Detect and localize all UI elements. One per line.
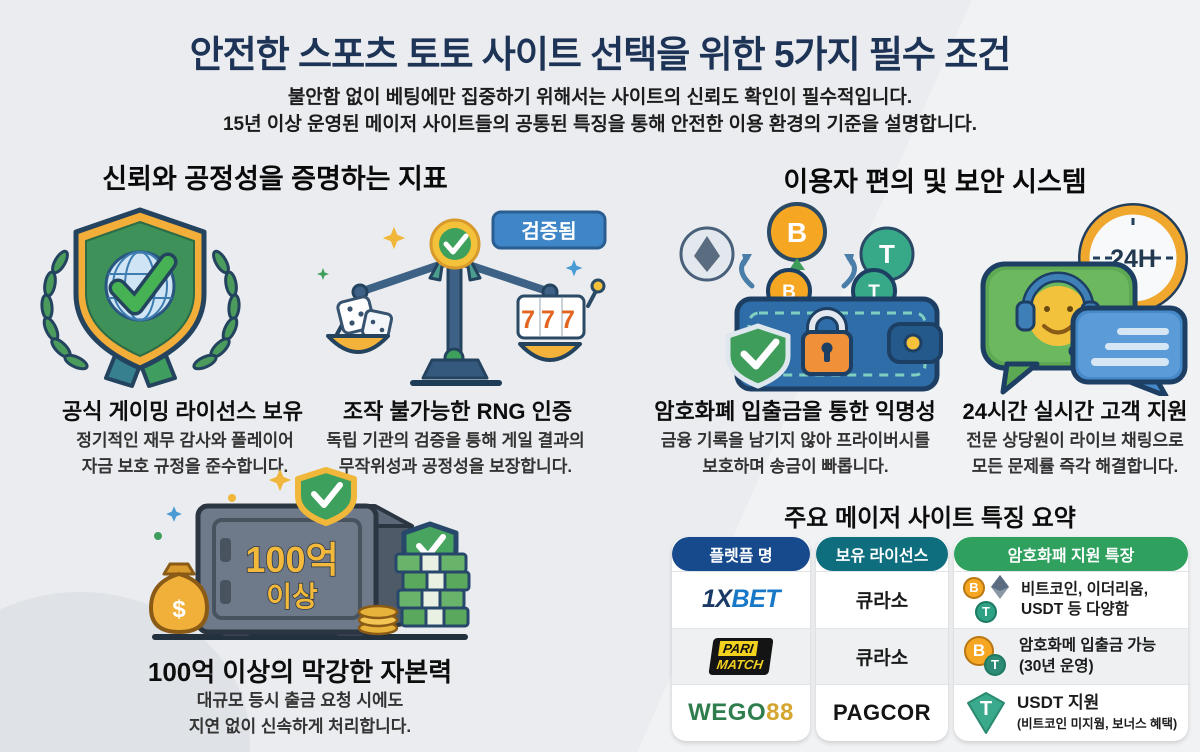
vault-amount-line-1: 100억: [245, 539, 338, 580]
tether-icon: T: [984, 653, 1006, 676]
table-cell-license-3: PAGCOR: [816, 684, 948, 741]
crypto-feature-text-1: 비트코인, 이더리움,USDT 등 다양함: [1021, 580, 1148, 618]
crypto-feature-text-2: 암호화메 입출금 가능(30년 운영): [1019, 637, 1156, 675]
capital-title: 100억 이상의 막강한 자본력: [147, 657, 453, 687]
support-chat-24h-icon: 24H: [980, 203, 1188, 396]
section-heading-trust: 신뢰와 공정성을 증명하는 지표: [102, 164, 448, 194]
tether-icon: T: [879, 239, 895, 269]
table-cell-license-2: 큐라소: [816, 627, 948, 685]
table-cell-crypto-3: T USDT 지원(비트코인 미지웜, 보너스 혜택): [954, 684, 1188, 741]
rng-balance-scale-icon: 검증됨 777: [317, 210, 607, 386]
feature-title-crypto: 암호화폐 입출금을 통한 익명성: [654, 399, 936, 424]
table-cell-license-1: 큐라소: [816, 571, 948, 628]
sparkle-decoration: [154, 532, 162, 540]
column-header-platform: 플렛픔 명: [672, 537, 810, 571]
feature-desc-rng-1: 독립 기관의 검증을 틍해 게일 결과의: [326, 431, 585, 450]
feature-desc-crypto-2: 보호하며 송금이 빠롭니다.: [702, 457, 889, 476]
feature-desc-crypto-1: 금융 기록을 남기지 않아 프라이버시를: [660, 431, 931, 450]
capital-desc-2: 지연 없이 신속하게 처리합니다.: [188, 717, 412, 736]
feature-desc-license-1: 정기적인 재무 감사와 폴레이어: [76, 431, 294, 450]
crypto-icons-row-3: T: [962, 691, 1010, 735]
tether-icon: T: [967, 692, 1005, 735]
feature-desc-support-2: 모든 문제률 즉각 해결합니다.: [971, 457, 1179, 476]
column-header-license: 보유 라이선스: [816, 537, 948, 571]
subtitle-line-1: 불안함 없이 베팅에만 집중하기 위해서는 사이트의 신뢰도 확인이 필수적입니…: [287, 87, 913, 108]
crypto-icons-row-2: B T: [962, 634, 1012, 680]
section-heading-security: 이용자 편의 및 보안 시스템: [783, 167, 1087, 197]
summary-table-title: 주요 메이저 사이트 특징 요약: [784, 505, 1076, 532]
ethereum-icon: [991, 574, 1009, 599]
bitcoin-icon: B: [787, 217, 807, 248]
bitcoin-icon: B: [963, 576, 985, 599]
feature-title-license: 공식 게이밍 라이선스 보유: [62, 399, 303, 424]
slot-777-label: 777: [521, 306, 581, 334]
feature-title-rng: 조작 불가능한 RNG 인증: [342, 399, 573, 424]
sparkle-decoration: [382, 226, 406, 250]
table-cell-platform-1xbet: 1XBET: [672, 571, 810, 628]
crypto-wallet-icon: B T B T: [679, 202, 943, 392]
vault-amount-line-2: 이상: [266, 581, 318, 612]
money-bag-dollar-label: $: [172, 596, 186, 623]
ethereum-icon: [694, 236, 720, 272]
crypto-feature-text-3: USDT 지원(비트코인 미지웜, 보너스 혜택): [1017, 693, 1178, 732]
license-shield-icon: [40, 207, 241, 388]
feature-desc-support-1: 전문 상당원이 라이브 채링으로: [966, 431, 1184, 450]
sparkle-decoration: [228, 494, 236, 502]
feature-desc-rng-2: 무작위성과 공정성을 보장합니다.: [338, 457, 573, 476]
feature-title-support: 24시간 실시간 고객 지원: [962, 399, 1188, 424]
sparkle-decoration: [268, 468, 292, 492]
capital-vault-icon: 100억 이상 $: [148, 467, 471, 640]
sparkle-decoration: [166, 506, 182, 522]
table-cell-crypto-1: B T 비트코인, 이더리움,USDT 등 다양함: [954, 571, 1188, 628]
svg-text:T: T: [980, 698, 992, 720]
table-cell-platform-wego88: WEGO88: [672, 684, 810, 741]
logo-wego88: WEGO88: [688, 699, 794, 727]
verified-badge-label: 검증됨: [521, 220, 576, 243]
table-column-crypto: 암호화패 지원 특장 B T 비트코인, 이더리움,USDT 등 다양함 B T…: [954, 537, 1188, 741]
table-cell-crypto-2: B T 암호화메 입출금 가능(30년 운영): [954, 627, 1188, 685]
sparkle-decoration: [565, 259, 583, 277]
column-header-crypto: 암호화패 지원 특장: [954, 537, 1188, 571]
crypto-icons-row-1: B T: [962, 574, 1014, 626]
tether-icon: T: [975, 600, 997, 623]
sparkle-decoration: [317, 268, 329, 280]
subtitle-line-2: 15년 이상 운영된 메이저 사이트들의 공통된 특징을 통해 안전한 이용 환…: [222, 114, 977, 135]
logo-1xbet: 1XBET: [701, 585, 781, 614]
table-column-license: 보유 라이선스 큐라소 큐라소 PAGCOR: [816, 537, 948, 741]
page-title: 안전한 스포츠 토토 사이트 선택을 위한 5가지 필수 조건: [189, 34, 1012, 75]
capital-desc-1: 대규모 등시 출금 요청 시에도: [196, 691, 404, 710]
feature-desc-license-2: 자금 보호 규정을 준수합니다.: [81, 457, 289, 476]
